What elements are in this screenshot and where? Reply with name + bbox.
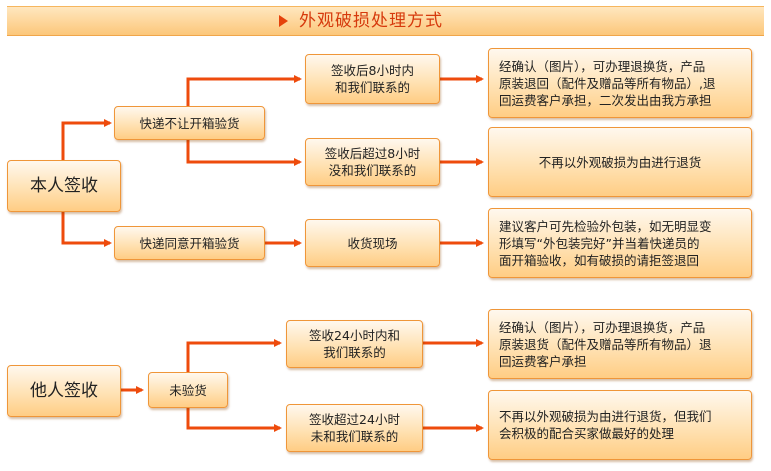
within-24h-result: 经确认（图片），可办理退换货，产品 原装退货（配件及赠品等所有物品）退 回运费客… [488, 309, 752, 379]
connector-branch-to-within-24h [186, 339, 282, 372]
no-open-inspection-node: 快递不让开箱验货 [114, 106, 265, 140]
connector-no-open-to-within-8h [186, 75, 302, 106]
connector-self-to-open [61, 212, 112, 247]
delivery-site-node: 收货现场 [305, 219, 440, 267]
connector-branch-to-over-24h [186, 408, 282, 432]
over-8h-result: 不再以外观破损为由进行退货 [488, 127, 752, 197]
within-24h-node: 签收24小时内和 我们联系的 [286, 320, 423, 368]
header-bar: 外观破损处理方式 [7, 6, 764, 36]
over-8h-node: 签收后超过8小时 没和我们联系的 [305, 138, 440, 186]
within-8h-result: 经确认（图片），可办理退换货，产品 原装退回（配件及赠品等所有物品）,退 回运费… [488, 48, 752, 118]
triangle-right-icon [279, 15, 288, 27]
connector-no-open-to-over-8h [186, 140, 302, 166]
page-title: 外观破损处理方式 [299, 11, 443, 31]
connector-self-to-no-open [61, 119, 112, 160]
other-sign-node: 他人签收 [7, 365, 121, 417]
over-24h-node: 签收超过24小时 未和我们联系的 [286, 404, 423, 452]
over-24h-result: 不再以外观破损为由进行退货，但我们 会积极的配合买家做最好的处理 [488, 390, 752, 460]
not-inspected-node: 未验货 [148, 372, 228, 408]
open-inspection-result: 建议客户可先检验外包装，如无明显变 形填写“外包装完好”并当着快递员的 面开箱验… [488, 208, 752, 278]
within-8h-node: 签收后8小时内 和我们联系的 [305, 54, 440, 104]
self-sign-node: 本人签收 [7, 160, 121, 212]
open-inspection-node: 快递同意开箱验货 [114, 226, 265, 260]
